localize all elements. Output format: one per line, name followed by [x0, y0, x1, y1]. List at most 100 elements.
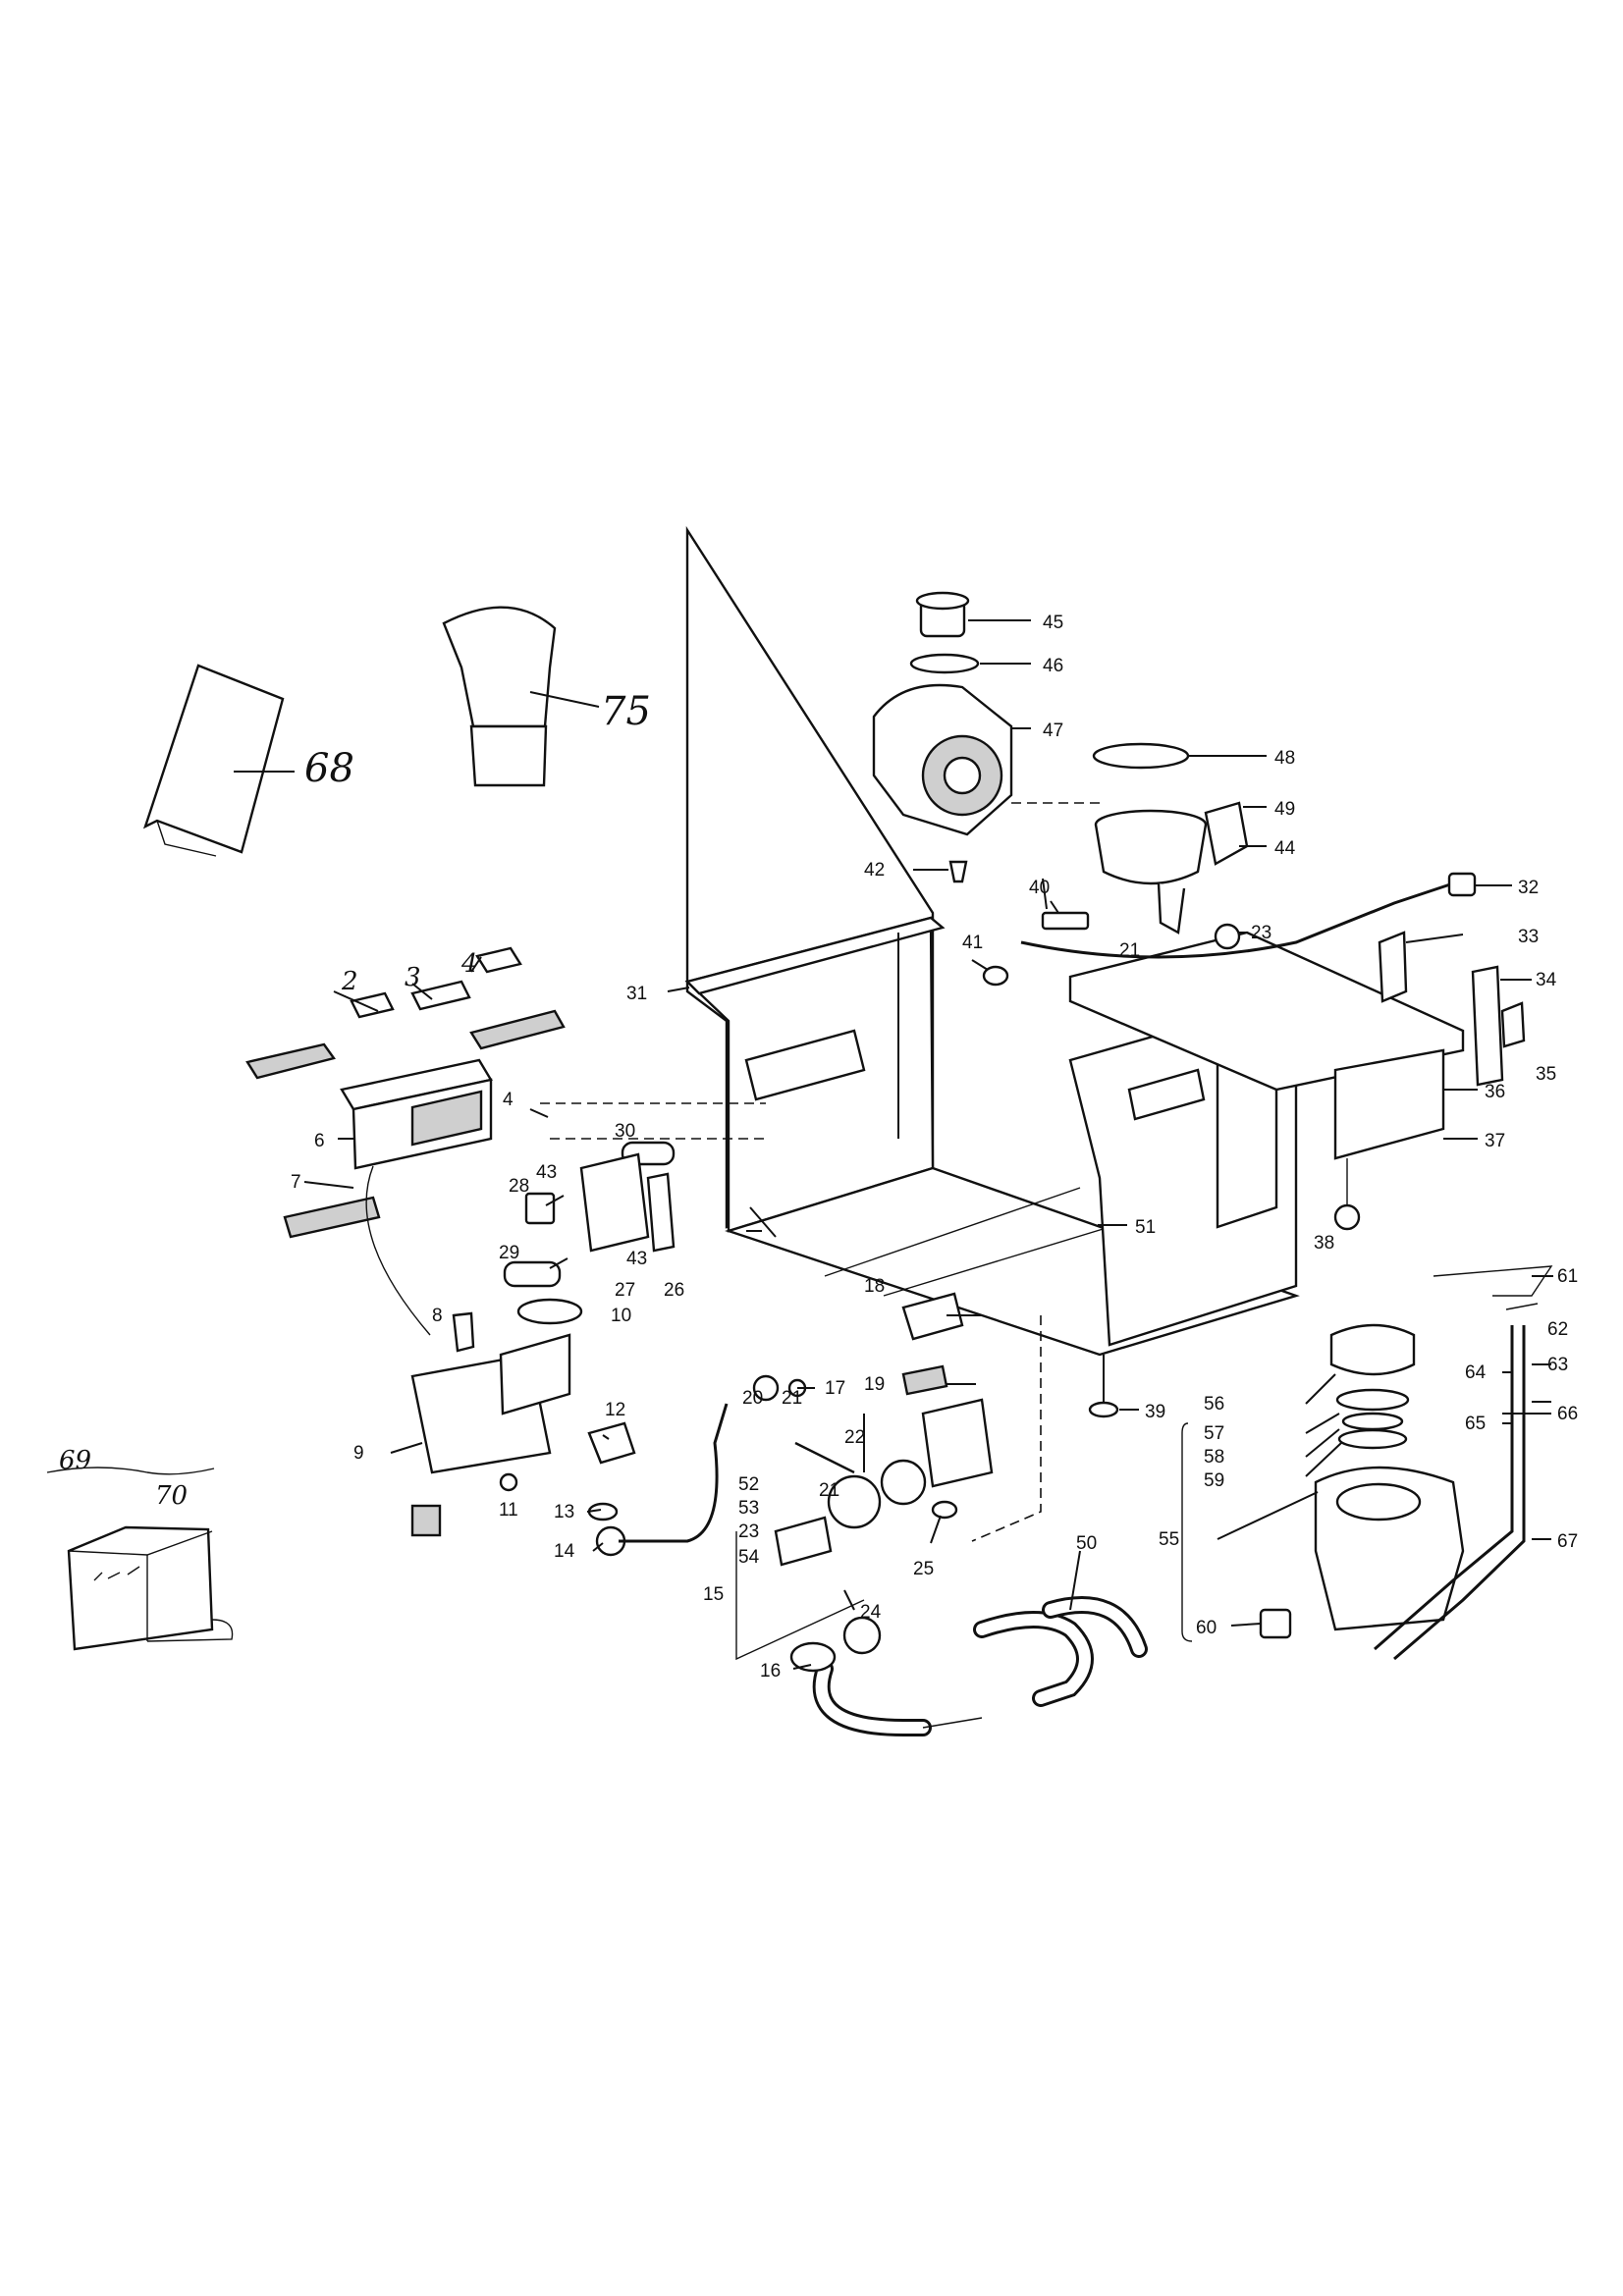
part-33-36-rear-rail [1068, 931, 1478, 1160]
part-75-funnel [442, 606, 600, 787]
part-42-pin [913, 860, 968, 883]
label-62: 62 [1547, 1319, 1568, 1340]
printed-labels: 45 46 47 48 49 44 42 40 21 23 32 41 33 3… [291, 613, 1578, 1682]
label-21c: 21 [819, 1480, 839, 1501]
label-58: 58 [1204, 1447, 1224, 1468]
label-6: 6 [314, 1131, 325, 1151]
label-28: 28 [509, 1176, 529, 1197]
label-34: 34 [1536, 970, 1557, 990]
label-54: 54 [738, 1547, 760, 1568]
label-40: 40 [1029, 878, 1050, 898]
label-69: 69 [59, 1446, 91, 1475]
label-68: 68 [304, 746, 354, 791]
label-14: 14 [554, 1541, 575, 1562]
label-23a: 23 [1251, 923, 1271, 943]
parts-15-25-assembly [735, 1292, 1042, 1661]
label-17: 17 [825, 1378, 845, 1399]
arrow-curve [365, 1165, 431, 1336]
label-20: 20 [742, 1388, 763, 1409]
label-56: 56 [1204, 1394, 1224, 1415]
part-45-cap [915, 591, 1031, 638]
part-68-panel [142, 664, 295, 857]
control-modules-2-3-4 [245, 946, 566, 1080]
label-3: 3 [405, 963, 421, 992]
label-49: 49 [1274, 799, 1295, 820]
label-65: 65 [1465, 1414, 1486, 1434]
label-7: 7 [291, 1172, 301, 1193]
label-63: 63 [1547, 1355, 1568, 1375]
label-10: 10 [611, 1306, 631, 1326]
label-4a: 4 [460, 949, 478, 979]
label-59: 59 [1204, 1470, 1224, 1491]
label-30: 30 [615, 1121, 635, 1142]
part-46-disc [909, 653, 1031, 674]
label-51: 51 [1135, 1217, 1156, 1238]
label-37: 37 [1485, 1131, 1505, 1151]
label-27: 27 [615, 1280, 635, 1301]
label-50: 50 [1076, 1533, 1097, 1554]
label-32: 32 [1518, 878, 1539, 898]
label-21a: 21 [1119, 940, 1140, 961]
label-75: 75 [601, 689, 651, 734]
label-64: 64 [1465, 1362, 1487, 1383]
label-43a: 43 [536, 1162, 557, 1183]
label-61: 61 [1557, 1266, 1578, 1287]
label-67: 67 [1557, 1531, 1578, 1552]
label-22: 22 [844, 1427, 865, 1448]
label-2: 2 [341, 967, 358, 996]
label-53: 53 [738, 1498, 759, 1519]
label-4b: 4 [503, 1090, 514, 1110]
label-19: 19 [864, 1374, 885, 1395]
part-44-sump [1011, 801, 1267, 934]
leader-lines [390, 878, 1553, 1670]
parts-26-30-panel [503, 1102, 766, 1288]
part-23-clip [1214, 923, 1247, 950]
label-48: 48 [1274, 748, 1295, 769]
part-31-left-frame-panel [684, 525, 946, 1233]
label-26: 26 [664, 1280, 684, 1301]
label-38: 38 [1314, 1233, 1334, 1254]
handwritten-labels: 68 75 2 3 4 69 70 [59, 689, 651, 1511]
label-16: 16 [760, 1661, 781, 1682]
label-29: 29 [499, 1243, 519, 1263]
part-right-frame-panel [1068, 999, 1298, 1347]
part-70-box [46, 1467, 234, 1651]
label-66: 66 [1557, 1404, 1578, 1424]
label-57: 57 [1204, 1423, 1224, 1444]
label-12: 12 [605, 1400, 625, 1420]
label-70: 70 [155, 1481, 188, 1511]
part-41-connector [971, 959, 1009, 987]
label-60: 60 [1196, 1618, 1217, 1638]
label-52: 52 [738, 1474, 759, 1495]
part-47-pump-motor [872, 683, 1031, 836]
label-21b: 21 [782, 1388, 802, 1409]
label-24: 24 [860, 1602, 882, 1623]
part-32-power-cord [1020, 872, 1512, 959]
label-46: 46 [1043, 656, 1063, 676]
label-23b: 23 [738, 1522, 759, 1542]
label-45: 45 [1043, 613, 1063, 633]
parts-8-14-assembly [410, 1298, 729, 1557]
label-41: 41 [962, 933, 983, 953]
label-31: 31 [626, 984, 647, 1004]
part-48-gasket-ring [1092, 742, 1267, 770]
label-55: 55 [1159, 1529, 1179, 1550]
label-25: 25 [913, 1559, 934, 1579]
label-36: 36 [1485, 1082, 1505, 1102]
label-42: 42 [864, 860, 885, 881]
part-40-valve [1041, 900, 1090, 931]
label-35: 35 [1536, 1064, 1556, 1085]
label-13: 13 [554, 1502, 574, 1522]
part-38-foot [1333, 1158, 1361, 1231]
parts-55-67-assembly [1181, 1265, 1553, 1661]
label-44: 44 [1274, 838, 1296, 859]
label-39: 39 [1145, 1402, 1165, 1422]
label-43b: 43 [626, 1249, 647, 1269]
label-33: 33 [1518, 927, 1539, 947]
label-47: 47 [1043, 721, 1063, 741]
label-11: 11 [499, 1500, 518, 1521]
part-16-drain-hose [789, 1616, 932, 1736]
label-8: 8 [432, 1306, 443, 1326]
part-7-terminal-strip [283, 1181, 381, 1239]
